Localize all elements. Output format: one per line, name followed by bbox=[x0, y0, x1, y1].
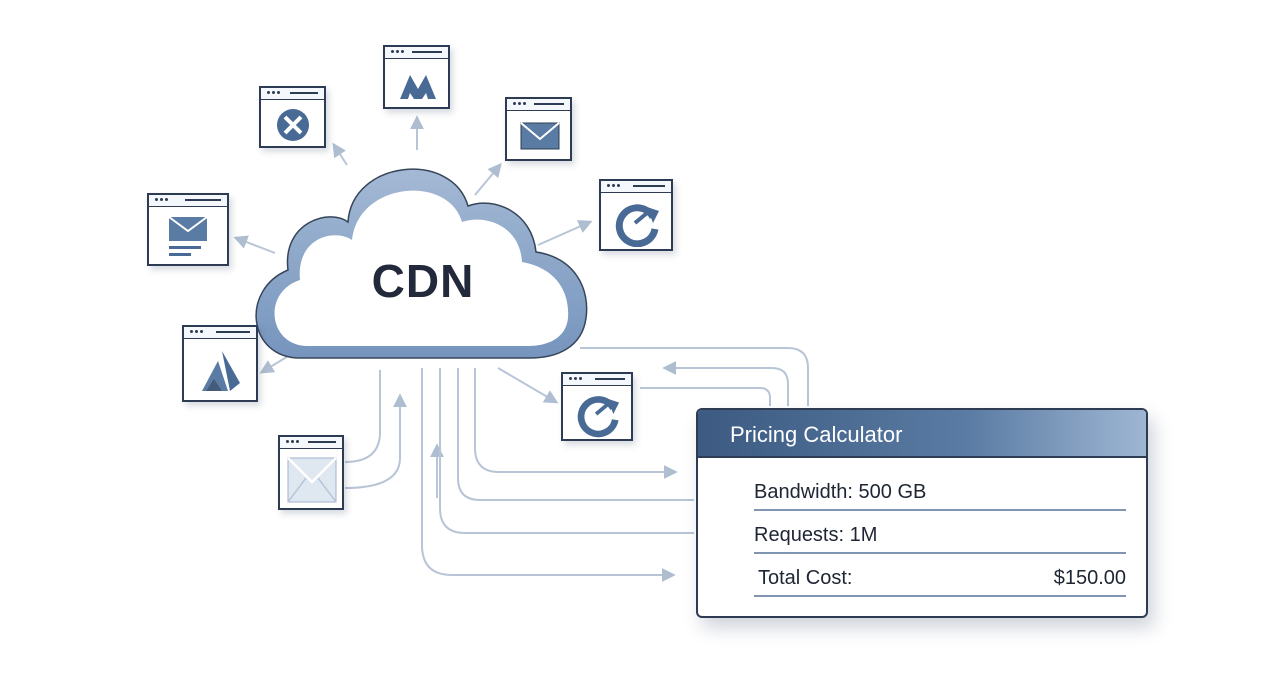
app-window-refresh[interactable] bbox=[599, 179, 673, 251]
open-envelope-icon bbox=[287, 457, 337, 503]
flow-calc-to-cloud-1 bbox=[580, 347, 809, 406]
app-window-envelope[interactable] bbox=[505, 97, 572, 161]
x-circle-icon bbox=[277, 109, 309, 141]
flow-calc-to-cloud-2 bbox=[662, 361, 789, 406]
app-window-drop[interactable] bbox=[182, 325, 258, 402]
arrow-to-envelope-app bbox=[474, 162, 502, 196]
app-window-email-doc[interactable] bbox=[147, 193, 229, 266]
flow-envelope-up-2 bbox=[344, 393, 407, 489]
arrow-to-email-doc-app bbox=[233, 235, 276, 254]
refresh-icon bbox=[615, 204, 659, 247]
flow-cloud-to-calc-3 bbox=[439, 368, 694, 534]
refresh-icon bbox=[577, 396, 620, 438]
app-window-refresh-lower[interactable] bbox=[561, 372, 633, 441]
requests-row: Requests: 1M bbox=[754, 524, 878, 546]
app-window-x[interactable] bbox=[259, 86, 326, 148]
pricing-calculator-title: Pricing Calculator bbox=[698, 410, 1146, 458]
mountain-icon bbox=[400, 75, 436, 99]
drop-icon bbox=[202, 351, 240, 391]
total-cost-value: $150.00 bbox=[1053, 567, 1126, 589]
total-cost-row: Total Cost: $150.00 bbox=[758, 567, 1126, 590]
divider bbox=[754, 595, 1126, 597]
bandwidth-row: Bandwidth: 500 GB bbox=[754, 481, 927, 503]
envelope-icon bbox=[520, 122, 560, 150]
flow-calc-to-cloud-3 bbox=[640, 387, 771, 406]
arrow-to-refresh-app bbox=[537, 220, 593, 246]
arrow-to-x-app bbox=[332, 142, 348, 166]
divider bbox=[754, 552, 1126, 554]
flow-cloud-to-calc-1 bbox=[474, 368, 678, 479]
total-cost-label: Total Cost: bbox=[758, 567, 853, 589]
cdn-label: CDN bbox=[371, 255, 475, 307]
pricing-calculator-panel: Pricing Calculator Bandwidth: 500 GB Req… bbox=[696, 408, 1148, 618]
divider bbox=[754, 509, 1126, 511]
flow-envelope-up-1 bbox=[344, 370, 381, 463]
app-window-mountain[interactable] bbox=[383, 45, 450, 109]
flow-cloud-to-calc-4 bbox=[421, 368, 676, 582]
email-doc-icon bbox=[168, 216, 208, 256]
app-window-open-envelope[interactable] bbox=[278, 435, 344, 510]
arrow-to-drop-app bbox=[259, 354, 291, 374]
arrow-to-lower-refresh-app bbox=[497, 367, 559, 404]
flow-cloud-to-calc-2 bbox=[457, 368, 694, 501]
cdn-cloud bbox=[255, 168, 588, 359]
